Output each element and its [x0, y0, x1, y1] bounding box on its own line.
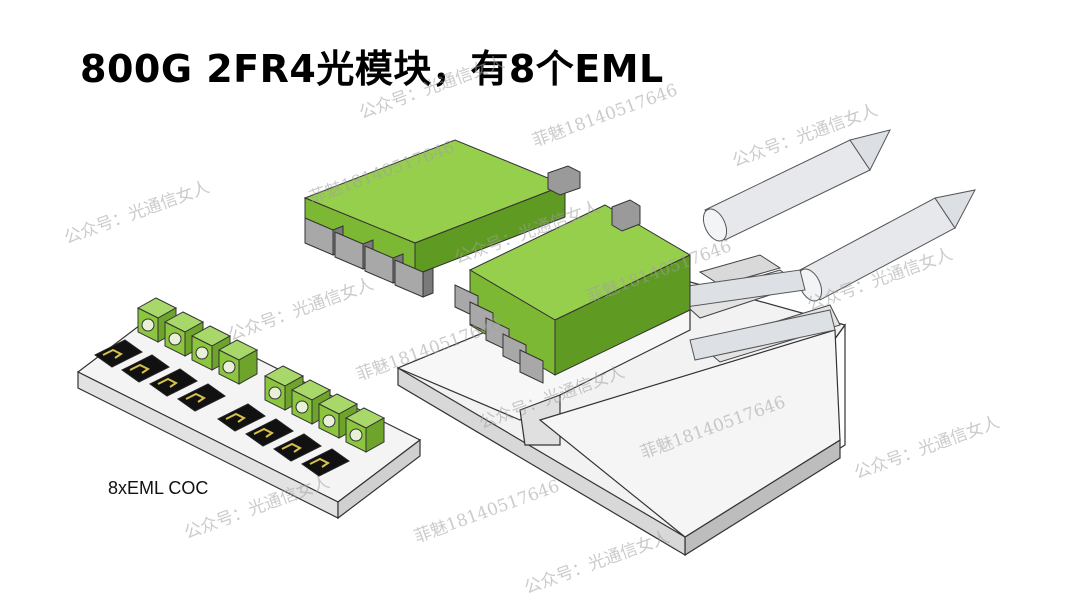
- fiber: [702, 129, 891, 242]
- eml-chip: [245, 418, 294, 447]
- lens-cube: [317, 393, 359, 439]
- eml-chip: [94, 339, 143, 368]
- mux-block-2: [454, 199, 692, 384]
- lens-cube: [344, 407, 386, 453]
- lens-cube: [217, 339, 259, 385]
- eml-chip: [273, 433, 322, 462]
- eml-chip: [121, 354, 170, 383]
- eml-chip: [177, 383, 226, 412]
- coc-label: 8xEML COC: [108, 478, 209, 498]
- fiber: [797, 189, 976, 302]
- eml-chip: [301, 448, 350, 477]
- fiber: [689, 309, 836, 361]
- mux-block-1: [303, 139, 581, 298]
- eml-chips: [94, 339, 350, 477]
- eml-chip: [149, 368, 198, 397]
- coc-lens-cubes: [136, 297, 386, 453]
- eml-chip: [217, 403, 266, 432]
- page-title: 800G 2FR4光模块，有8个EML: [80, 47, 664, 91]
- fiber-ferrules: [659, 129, 976, 361]
